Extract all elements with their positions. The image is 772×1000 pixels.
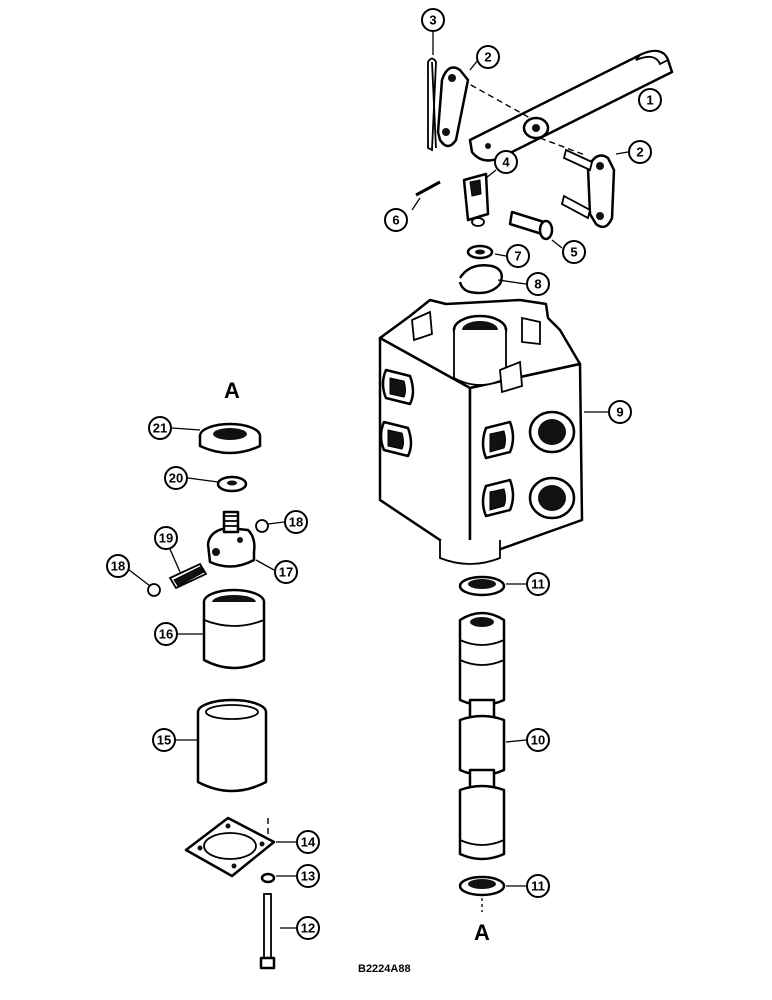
link-left [436,66,470,148]
svg-text:3: 3 [429,13,436,28]
callout-18-left: 18 [106,554,130,578]
svg-text:9: 9 [616,405,623,420]
detent-housing [206,510,256,568]
svg-text:13: 13 [301,869,315,884]
callout-18-right: 18 [284,510,308,534]
handle-lever [461,49,674,162]
ball-right [255,519,269,533]
cotter-pin [427,57,437,152]
svg-text:8: 8 [534,277,541,292]
seal-upper [458,575,506,597]
leader-lines [123,30,651,929]
svg-text:15: 15 [157,733,171,748]
callout-6: 6 [384,208,408,232]
section-label-bottom: A [474,920,490,945]
callout-10: 10 [526,728,550,752]
bolt [259,893,276,970]
callout-15: 15 [152,728,176,752]
callout-21: 21 [148,416,172,440]
svg-text:1: 1 [646,93,653,108]
callout-11-upper: 11 [526,572,550,596]
callout-14: 14 [296,830,320,854]
callout-9: 9 [608,400,632,424]
callout-20: 20 [164,466,188,490]
section-label-top: A [224,378,240,403]
svg-text:5: 5 [570,245,577,260]
sleeve [196,698,268,793]
snap-ring [458,264,503,295]
cap [202,588,266,670]
valve-body [378,298,584,565]
callout-13: 13 [296,864,320,888]
pin-bolt [508,210,554,241]
svg-text:19: 19 [159,531,173,546]
callout-1: 1 [638,88,662,112]
svg-text:20: 20 [169,471,183,486]
lock-washer [466,244,494,260]
link-right [560,148,616,229]
svg-text:17: 17 [279,565,293,580]
svg-text:2: 2 [484,50,491,65]
callout-16: 16 [154,622,178,646]
ball-left [147,583,161,597]
svg-text:4: 4 [502,155,510,170]
spool [458,611,506,861]
svg-text:2: 2 [636,145,643,160]
seal-lower [458,875,506,897]
small-washer [260,872,276,884]
roll-pin [415,180,441,197]
svg-text:7: 7 [514,249,521,264]
callout-3: 3 [421,8,445,32]
callout-12: 12 [296,916,320,940]
cover-plate [184,816,276,878]
svg-text:11: 11 [531,879,545,894]
svg-text:10: 10 [531,733,545,748]
svg-text:18: 18 [289,515,303,530]
clevis [462,172,490,227]
callout-8: 8 [526,272,550,296]
svg-text:14: 14 [301,835,316,850]
callout-11-lower: 11 [526,874,550,898]
callout-19: 19 [154,526,178,550]
svg-text:18: 18 [111,559,125,574]
callout-2-top: 2 [476,45,500,69]
spacer-ring [198,422,262,455]
washer [216,475,248,493]
callout-5: 5 [562,240,586,264]
callout-17: 17 [274,560,298,584]
svg-text:12: 12 [301,921,315,936]
spring [168,562,208,590]
callout-2-right: 2 [628,140,652,164]
svg-text:21: 21 [153,421,167,436]
svg-text:6: 6 [392,213,399,228]
callout-4: 4 [494,150,518,174]
callout-7: 7 [506,244,530,268]
figure-code: B2224A88 [358,963,411,975]
svg-text:16: 16 [159,627,173,642]
svg-text:11: 11 [531,577,545,592]
